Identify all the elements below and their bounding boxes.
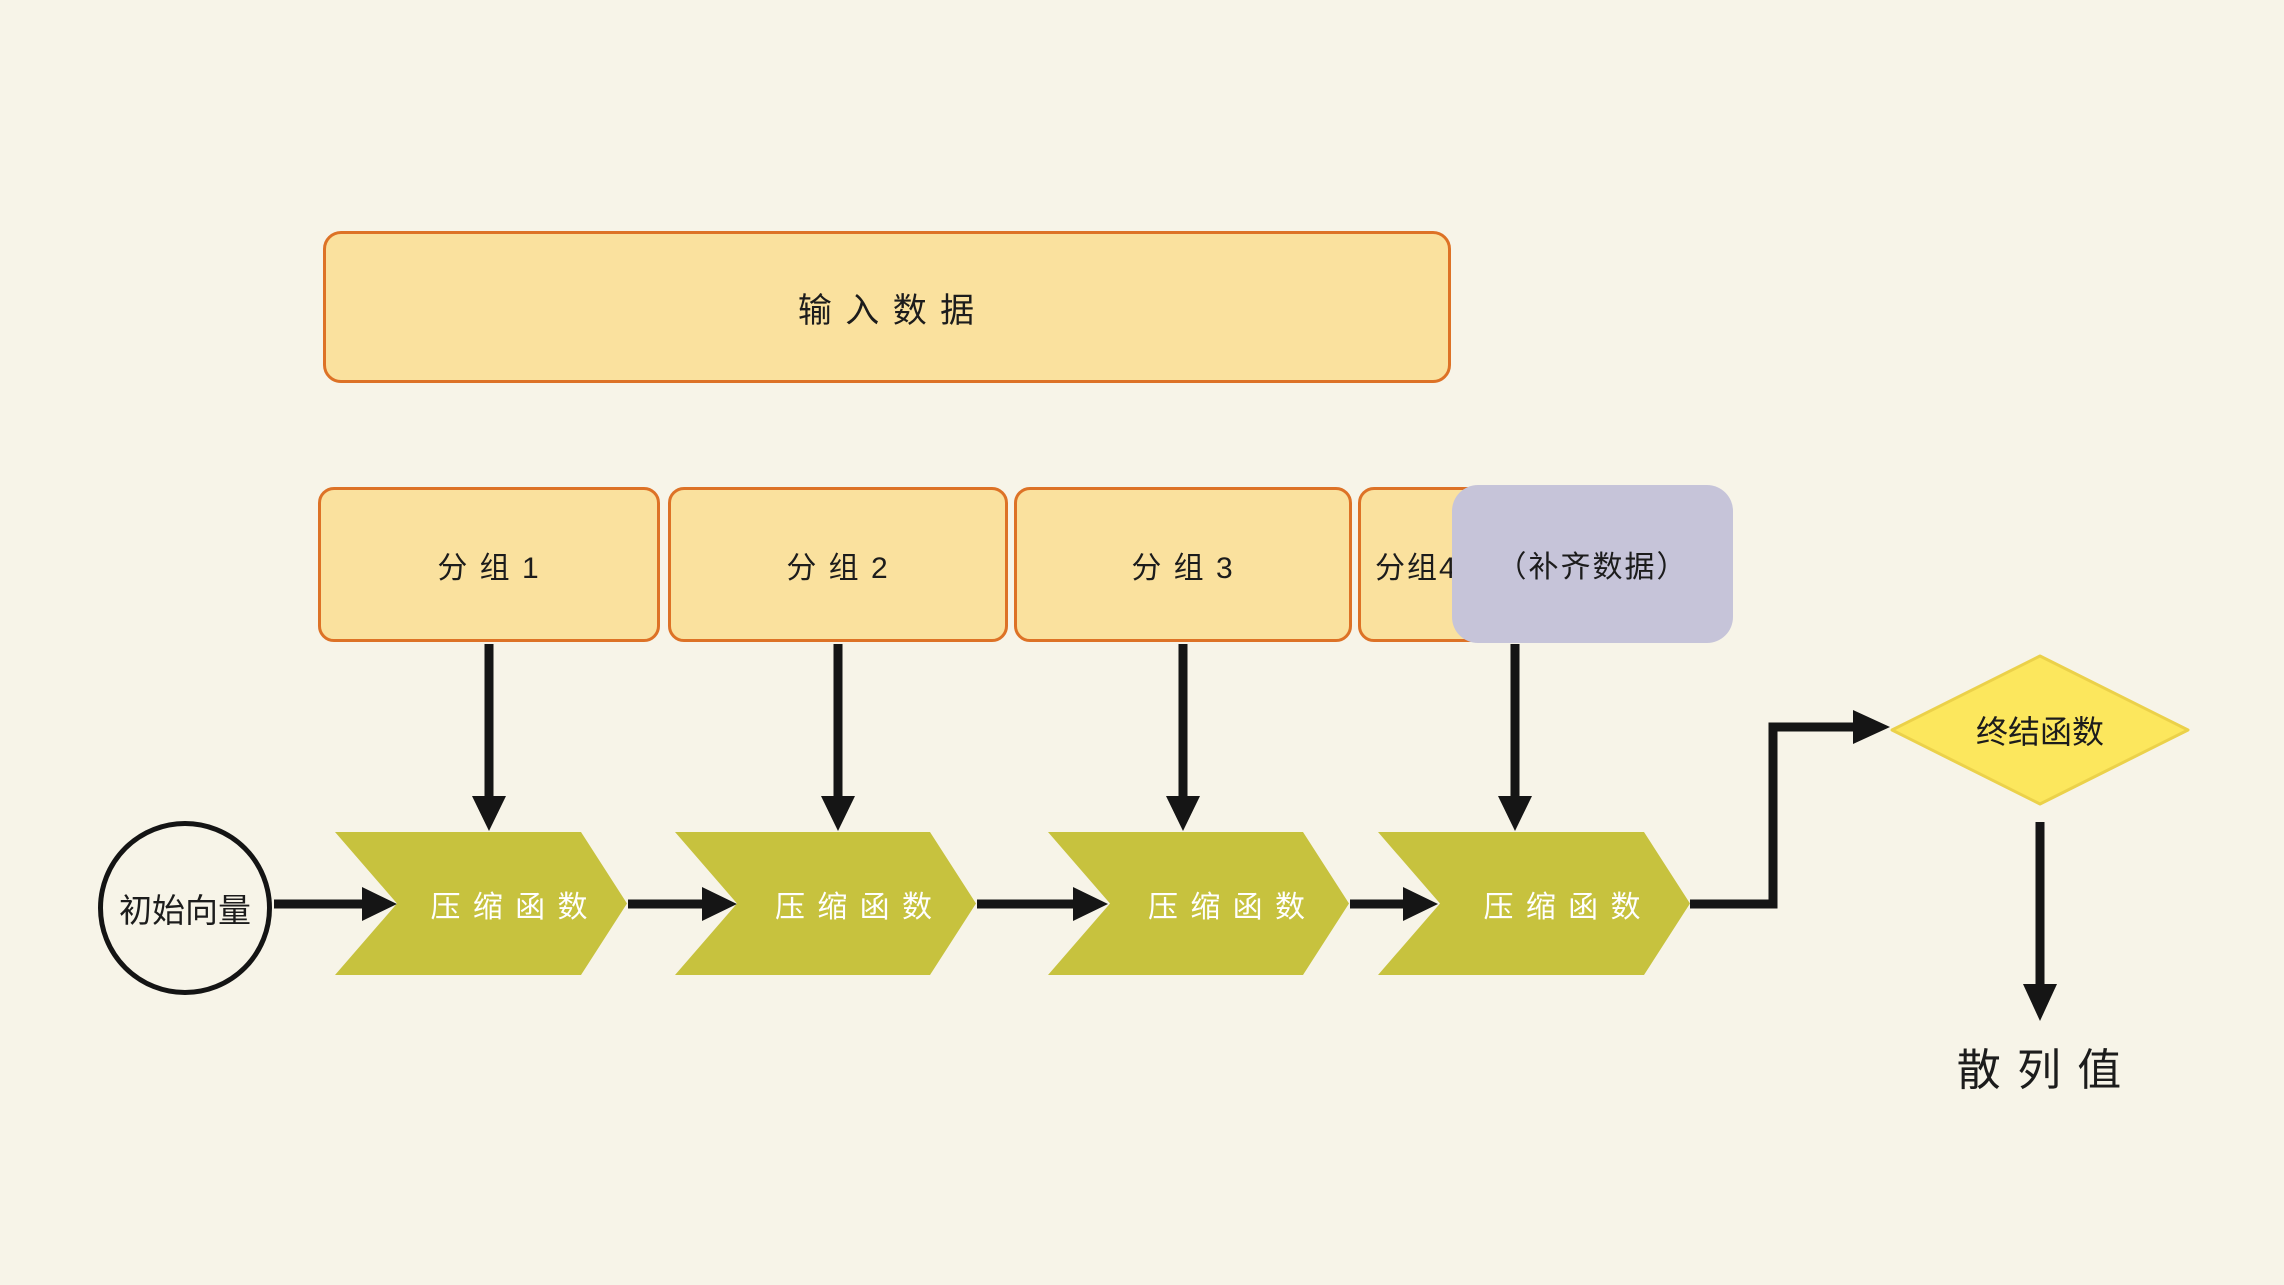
group-box-2: 分 组 2 (668, 487, 1008, 642)
final-function-label-box: 终结函数 (1910, 706, 2170, 754)
initial-vector-circle: 初始向量 (98, 821, 272, 995)
input-data-box: 输 入 数 据 (323, 231, 1451, 383)
arrow-down-group4-to-cf4 (1498, 644, 1532, 831)
hash-value-label: 散 列 值 (1880, 1036, 2200, 1096)
arrow-down-group3-to-cf3 (1166, 644, 1200, 831)
group-4-label: 分组4 (1375, 551, 1458, 585)
arrow-down-group2-to-cf2 (821, 644, 855, 831)
initial-vector-label: 初始向量 (119, 892, 251, 929)
compression-chevron-4: 压 缩 函 数 (1378, 832, 1690, 975)
compression-chevron-1: 压 缩 函 数 (335, 832, 627, 975)
arrow-right-cf2-to-cf3 (977, 887, 1108, 921)
compression-4-label: 压 缩 函 数 (1483, 890, 1643, 924)
input-data-label: 输 入 数 据 (797, 291, 977, 330)
compression-1-label: 压 缩 函 数 (430, 890, 590, 924)
elbow-connector-cf4-to-final (1690, 710, 1890, 909)
arrow-right-cf3-to-cf4 (1350, 887, 1438, 921)
arrow-down-group1-to-cf1 (472, 644, 506, 831)
compression-chevron-2: 压 缩 函 数 (675, 832, 976, 975)
group-box-1: 分 组 1 (318, 487, 660, 642)
compression-2-label: 压 缩 函 数 (774, 890, 934, 924)
compression-chevron-3: 压 缩 函 数 (1048, 832, 1349, 975)
final-function-label: 终结函数 (1975, 714, 2104, 750)
group-3-label: 分 组 3 (1131, 551, 1235, 585)
group-1-label: 分 组 1 (437, 551, 541, 585)
padding-data-label: （补齐数据） (1496, 551, 1689, 584)
arrow-down-final-to-hash (2023, 822, 2057, 1021)
group-2-label: 分 组 2 (786, 551, 890, 585)
padding-data-box: （补齐数据） (1452, 485, 1733, 643)
arrow-right-cf1-to-cf2 (628, 887, 737, 921)
hash-value-text: 散 列 值 (1956, 1046, 2124, 1095)
arrow-right-iv-to-cf1 (274, 887, 397, 921)
group-box-3: 分 组 3 (1014, 487, 1352, 642)
compression-3-label: 压 缩 函 数 (1147, 890, 1307, 924)
